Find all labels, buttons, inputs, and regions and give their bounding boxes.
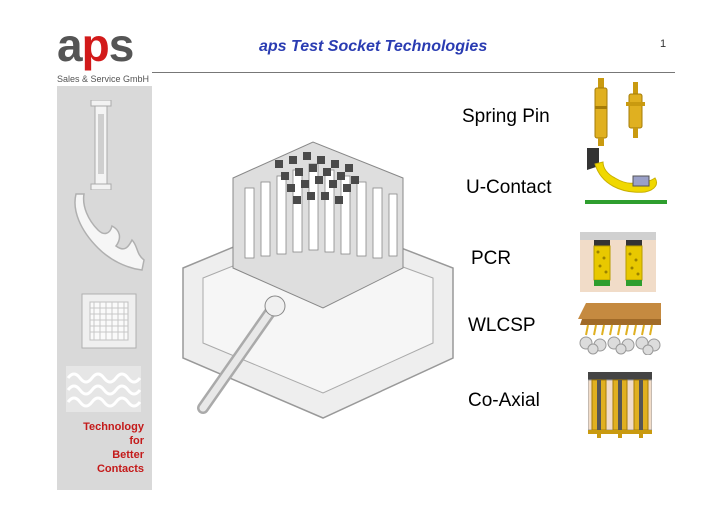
tagline-line: Better	[112, 449, 144, 461]
company-logo: aps Sales & Service GmbH	[57, 19, 150, 86]
logo-subtitle: Sales & Service GmbH	[57, 74, 150, 84]
wlcsp-icon	[578, 303, 661, 355]
tagline-line: Contacts	[96, 463, 144, 475]
page-number: 1	[660, 38, 667, 50]
test-socket-image	[163, 118, 467, 436]
label-u-contact: U-Contact	[466, 177, 552, 198]
label-pcr: PCR	[471, 248, 512, 269]
logo-letter-a: a	[57, 19, 83, 71]
u-contact-icon	[585, 148, 667, 208]
logo-letter-s: s	[108, 19, 135, 71]
sidebar-wave-contacts-icon	[66, 366, 141, 412]
spring-pin-icon	[594, 78, 645, 146]
tagline-line: for	[129, 435, 144, 447]
tagline-line: Technology	[83, 421, 144, 433]
label-spring-pin: Spring Pin	[462, 106, 550, 127]
sidebar-pin-icon	[90, 100, 112, 190]
sidebar-u-contact-icon	[74, 193, 145, 271]
sidebar-tagline: Technology for Better Contacts	[60, 420, 144, 476]
coaxial-icon	[588, 372, 652, 438]
sidebar-grid-icon	[81, 293, 137, 349]
slide-title: aps Test Socket Technologies	[259, 38, 488, 55]
label-co-axial: Co-Axial	[468, 390, 540, 411]
label-wlcsp: WLCSP	[468, 315, 536, 336]
pcr-icon	[580, 232, 656, 292]
header-divider	[152, 72, 675, 73]
logo-letter-p: p	[81, 19, 110, 71]
